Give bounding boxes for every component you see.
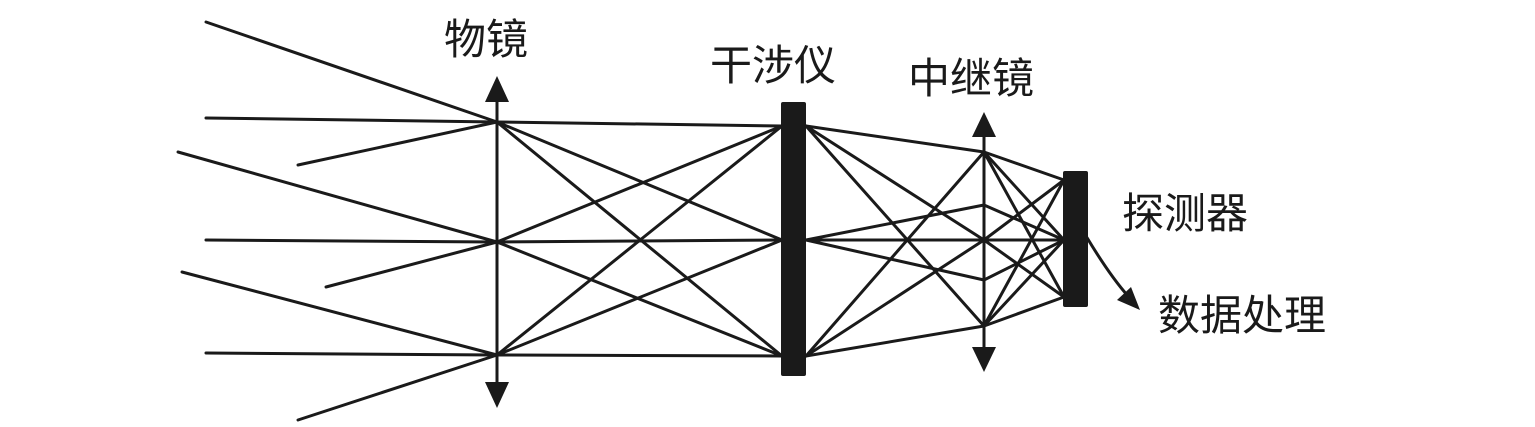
incoming-ray bbox=[176, 150, 499, 244]
ray bbox=[982, 238, 1066, 282]
objective-to-interferometer-rays bbox=[495, 120, 784, 358]
ray bbox=[804, 124, 986, 328]
ray bbox=[804, 124, 986, 242]
objective-lens-label: 物镜 bbox=[444, 15, 528, 64]
detector-plate bbox=[1063, 171, 1088, 307]
relay-lens-arrow-bottom bbox=[972, 347, 996, 372]
ray bbox=[804, 124, 986, 154]
interferometer-to-relay-rays bbox=[804, 124, 986, 358]
incoming-ray bbox=[204, 20, 499, 124]
incoming-ray bbox=[204, 238, 499, 244]
ray bbox=[804, 150, 986, 358]
incoming-rays bbox=[176, 20, 499, 422]
ray bbox=[982, 295, 1066, 328]
incoming-ray bbox=[180, 270, 499, 357]
relay-lens-label: 中继镜 bbox=[908, 54, 1034, 103]
ray bbox=[982, 238, 1066, 299]
incoming-ray bbox=[204, 351, 499, 357]
incoming-ray bbox=[296, 120, 499, 167]
ray bbox=[982, 178, 1066, 328]
ray bbox=[982, 150, 1066, 182]
data-processing-label: 数据处理 bbox=[1158, 291, 1326, 340]
ray bbox=[495, 353, 784, 358]
ray bbox=[982, 238, 1066, 328]
ray bbox=[982, 150, 1066, 299]
ray bbox=[804, 238, 986, 358]
ray bbox=[495, 120, 784, 242]
objective-lens-arrow-bottom bbox=[485, 382, 509, 408]
data-flow-arrowhead bbox=[1117, 287, 1140, 310]
relay-to-detector-rays bbox=[982, 150, 1066, 328]
ray bbox=[982, 150, 1066, 242]
detector-label: 探测器 bbox=[1122, 189, 1248, 238]
incoming-ray bbox=[204, 116, 499, 124]
ray bbox=[982, 178, 1066, 242]
ray bbox=[804, 203, 986, 242]
incoming-ray bbox=[324, 240, 499, 289]
data-flow-curve bbox=[1084, 234, 1130, 298]
ray bbox=[804, 238, 986, 282]
interferometer-plate bbox=[781, 102, 806, 376]
ray bbox=[982, 203, 1066, 242]
incoming-ray bbox=[296, 353, 499, 422]
objective-lens-arrow-top bbox=[485, 76, 509, 102]
ray bbox=[804, 324, 986, 358]
data-flow-arrow bbox=[1084, 234, 1140, 310]
relay-lens-arrow-top bbox=[972, 112, 996, 137]
ray bbox=[495, 124, 784, 357]
ray bbox=[495, 124, 784, 244]
ray bbox=[495, 120, 784, 128]
ray bbox=[495, 238, 784, 357]
interferometer-label: 干涉仪 bbox=[710, 41, 836, 90]
